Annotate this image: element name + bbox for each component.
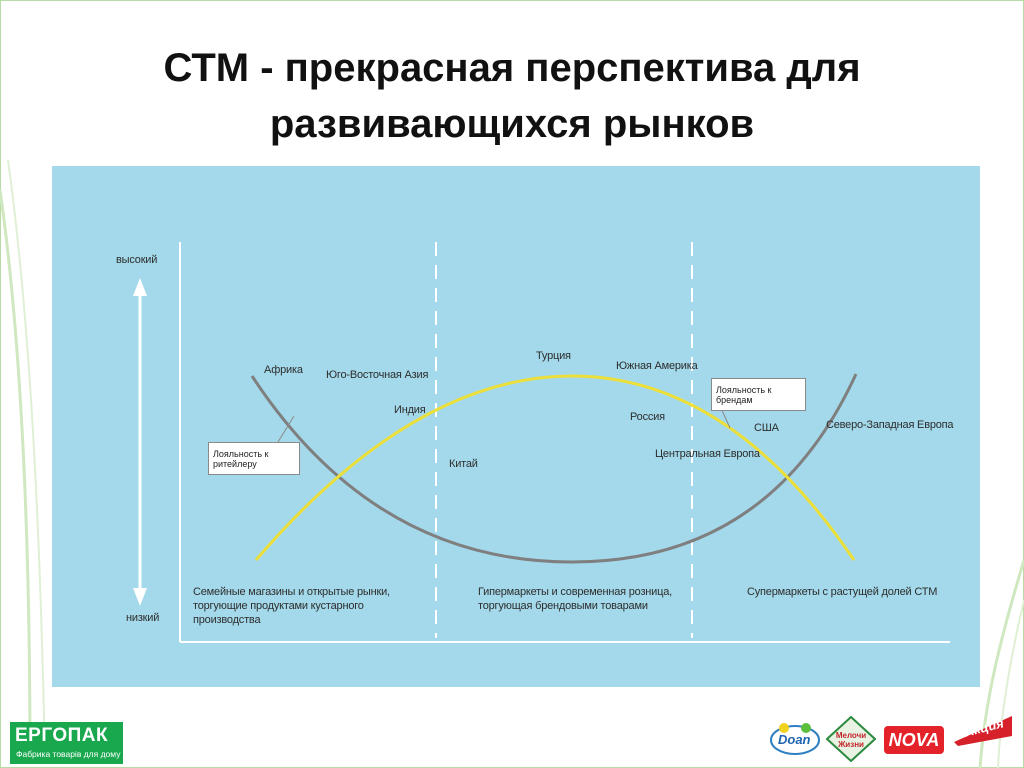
region-label-africa: Африка xyxy=(264,364,303,376)
brand-logo-nova: NOVA xyxy=(884,726,944,754)
slide-title: СТМ - прекрасная перспектива для развива… xyxy=(60,40,964,152)
doan-logo-graphic xyxy=(770,723,820,755)
diagram-canvas xyxy=(133,242,950,643)
region-label-south-america: Южная Америка xyxy=(616,360,698,372)
title-line-1: СТМ - прекрасная перспектива для xyxy=(163,46,861,90)
brand-logo-doan-text: Doan xyxy=(778,732,811,747)
region-label-russia: Россия xyxy=(630,411,665,423)
diagram-panel: высокий низкий Африка Юго-Восточная Азия… xyxy=(52,166,980,687)
title-line-2: развивающихся рынков xyxy=(269,102,755,146)
retailer-callout-leader xyxy=(277,415,295,443)
brand-logo-melochi: Мелочи Жизни xyxy=(825,715,877,763)
axis-arrow-up-head xyxy=(133,278,147,296)
akcia-logo-graphic xyxy=(954,716,1012,746)
brand-logo-akcia: Акция xyxy=(950,712,1016,748)
company-logo-name: ЕРГОПАК xyxy=(15,725,109,746)
region-label-central-europe: Центральная Европа xyxy=(655,448,760,460)
region-label-china: Китай xyxy=(449,458,478,470)
melochi-logo-graphic xyxy=(825,715,877,763)
stage-label-hypermarkets: Гипермаркеты и современная розница, торг… xyxy=(478,586,672,612)
axis-arrow-down-head xyxy=(133,588,147,606)
brand-logo-doan: Doan xyxy=(766,718,824,758)
region-label-turkey: Турция xyxy=(536,350,571,362)
stage-label-traditional: Семейные магазины и открытые рынки, торг… xyxy=(193,586,390,626)
region-label-northwest-europe: Северо-Западная Европа xyxy=(826,419,954,431)
region-label-southeast-asia: Юго-Восточная Азия xyxy=(326,369,429,381)
company-logo: ЕРГОПАК Фабрика товарів для дому xyxy=(10,722,123,764)
region-label-usa: США xyxy=(754,422,779,434)
callout-retailer-loyalty: Лояльность к ритейлеру xyxy=(208,442,300,475)
region-label-india: Индия xyxy=(394,404,426,416)
company-logo-tagline: Фабрика товарів для дому xyxy=(16,749,121,759)
axis-label-low: низкий xyxy=(126,612,160,624)
axis-label-high: высокий xyxy=(116,254,158,266)
brand-logo-melochi-text: Мелочи Жизни xyxy=(835,731,867,749)
stage-label-supermarkets: Супермаркеты с растущей долей СТМ xyxy=(747,586,938,598)
callout-brand-loyalty: Лояльность к брендам xyxy=(711,378,806,411)
brand-loyalty-curve xyxy=(254,374,856,561)
